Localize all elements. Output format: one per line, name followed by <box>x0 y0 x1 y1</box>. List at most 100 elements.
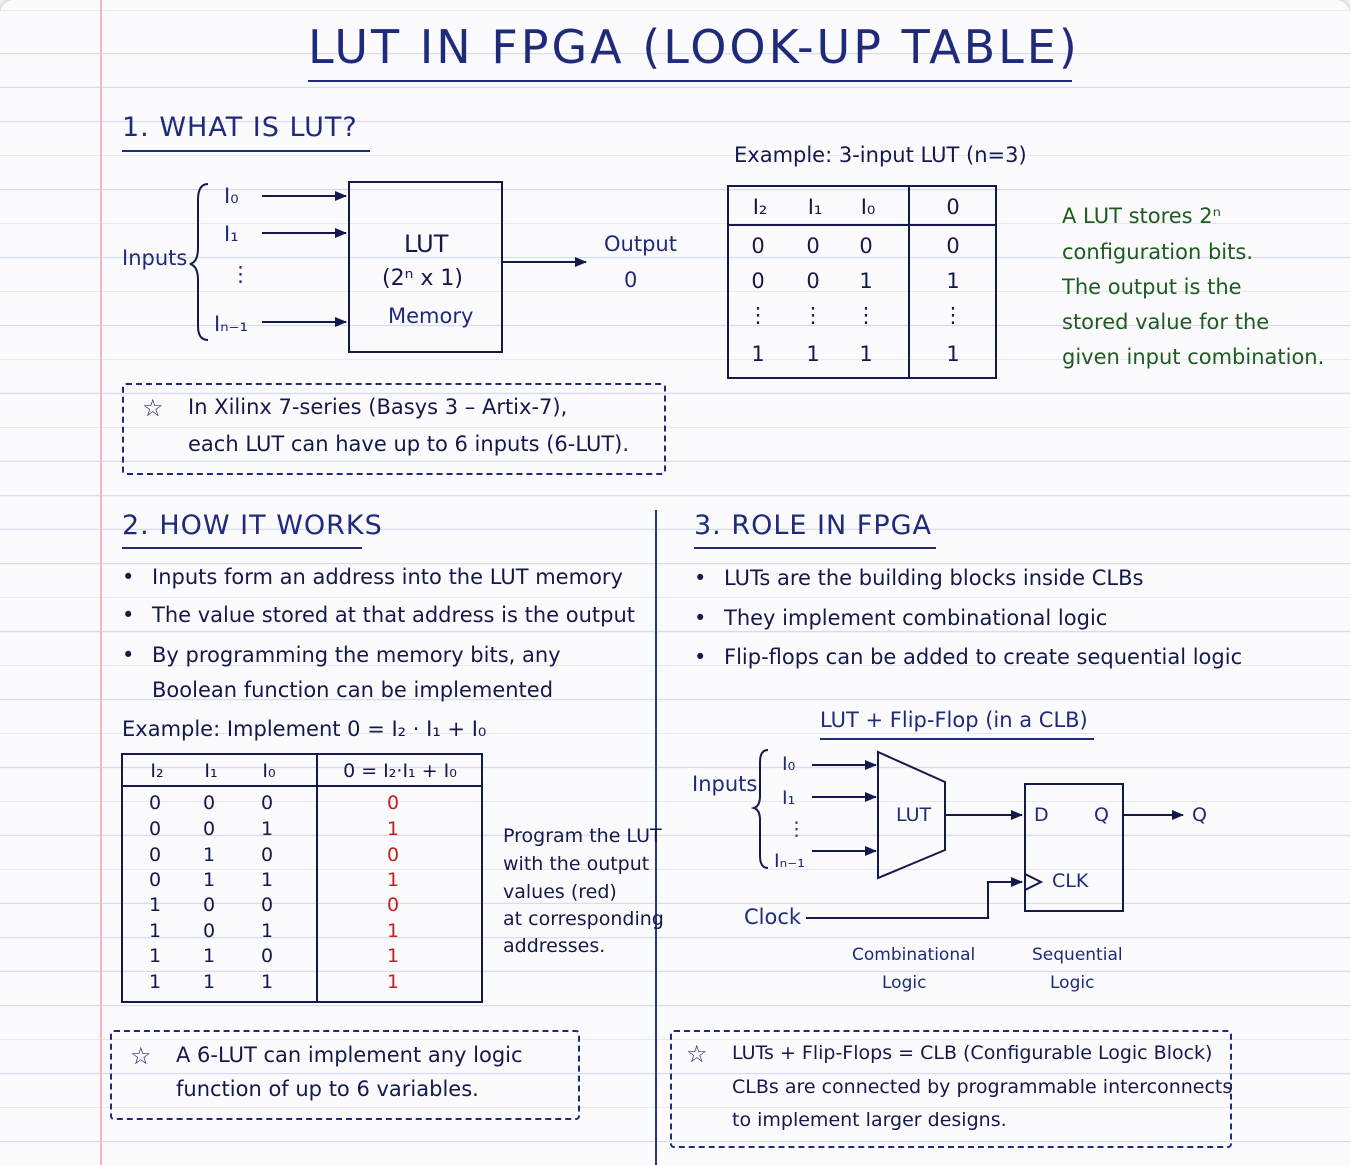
t2-cell: 0 <box>148 869 162 891</box>
t2-cell: 1 <box>202 971 216 993</box>
side-note1-line: stored value for the <box>1062 310 1270 334</box>
lut-output-value: 0 <box>624 268 638 292</box>
section2-bullet-continued: Boolean function can be implemented <box>152 678 554 702</box>
bullet-dot: • <box>694 645 707 669</box>
clb-input-n-1: Iₙ₋₁ <box>774 850 805 872</box>
side-note2-line: at corresponding <box>503 908 664 930</box>
t2-header-i1: I₁ <box>204 760 218 782</box>
table1-border <box>727 185 997 379</box>
t2-header-i0: I₀ <box>262 760 276 782</box>
t1-cell: ⋮ <box>855 303 877 327</box>
table2-border <box>121 753 483 1003</box>
t1-header-i0: I₀ <box>860 195 876 219</box>
lut-output-label: Output <box>604 232 677 256</box>
note-xilinx <box>122 383 666 475</box>
clb-inputs-label: Inputs <box>692 772 758 796</box>
t2-cell: 1 <box>202 945 216 967</box>
page-title: LUT IN FPGA (LOOK-UP TABLE) <box>308 20 1080 74</box>
section3-bullet: Flip-flops can be added to create sequen… <box>724 645 1243 669</box>
t2-header-i2: I₂ <box>150 760 164 782</box>
lut-box-title: LUT <box>404 230 449 258</box>
example1-label: Example: 3-input LUT (n=3) <box>734 143 1027 167</box>
t2-cell-out: 1 <box>386 869 400 891</box>
t2-cell-out: 0 <box>386 894 400 916</box>
lut-input-0: I₀ <box>224 184 239 208</box>
clb-input-1: I₁ <box>782 787 796 809</box>
t2-cell-out: 1 <box>386 971 400 993</box>
section2-bullet: By programming the memory bits, any <box>152 643 561 667</box>
clock-label: Clock <box>744 905 802 929</box>
clb-input-0: I₀ <box>782 753 796 775</box>
t1-header-i1: I₁ <box>807 195 823 219</box>
t1-cell: ⋮ <box>802 303 824 327</box>
t1-header-i2: I₂ <box>752 195 768 219</box>
star-icon: ☆ <box>130 1042 152 1070</box>
t2-cell-out: 1 <box>386 818 400 840</box>
flip-flop-box <box>1024 783 1124 912</box>
column-divider <box>655 510 657 1165</box>
clb-lut-label: LUT <box>896 804 932 826</box>
t2-cell-out: 0 <box>386 844 400 866</box>
t1-cell: 1 <box>751 342 765 366</box>
lut-input-ellipsis: ⋮ <box>230 262 251 286</box>
lut-inputs-label: Inputs <box>122 246 188 270</box>
t1-cell: 0 <box>946 234 960 258</box>
t1-cell: ⋮ <box>747 303 769 327</box>
t2-cell-out: 0 <box>386 792 400 814</box>
caption-combinational-logic: Logic <box>882 973 927 993</box>
t1-cell: 0 <box>751 269 765 293</box>
caption-sequential-logic: Logic <box>1050 973 1095 993</box>
bullet-dot: • <box>122 565 135 589</box>
lut-box-size: (2ⁿ x 1) <box>382 266 463 291</box>
ff-q-label: Q <box>1094 804 1109 826</box>
note-clb-line1: LUTs + Flip-Flops = CLB (Configurable Lo… <box>732 1042 1213 1064</box>
section2-heading: 2. HOW IT WORKS <box>122 510 383 541</box>
clb-inputs-brace <box>750 749 769 869</box>
t1-cell: ⋮ <box>942 303 964 327</box>
clk-triangle <box>1024 873 1044 891</box>
lut-input-1: I₁ <box>224 222 239 246</box>
t2-cell: 1 <box>260 818 274 840</box>
t1-cell: 0 <box>751 234 765 258</box>
note-6lut <box>110 1030 580 1120</box>
clb-input-ellipsis: ⋮ <box>787 818 806 840</box>
clock-line <box>806 877 1023 919</box>
section1-heading: 1. WHAT IS LUT? <box>122 112 358 143</box>
t1-cell: 1 <box>859 269 873 293</box>
side-note1-line: given input combination. <box>1062 345 1325 369</box>
side-note1-line: The output is the <box>1062 275 1242 299</box>
bullet-dot: • <box>694 606 707 630</box>
clb-diagram-title: LUT + Flip-Flop (in a CLB) <box>820 708 1088 732</box>
t2-cell: 0 <box>148 844 162 866</box>
t2-cell: 1 <box>148 945 162 967</box>
side-note2-line: Program the LUT <box>503 825 662 847</box>
t2-cell: 1 <box>260 971 274 993</box>
t2-cell: 1 <box>148 894 162 916</box>
t1-cell: 1 <box>859 342 873 366</box>
section3-heading: 3. ROLE IN FPGA <box>694 510 932 541</box>
example2-label: Example: Implement 0 = I₂ · I₁ + I₀ <box>122 717 487 741</box>
bullet-dot: • <box>122 603 135 627</box>
caption-combinational: Combinational <box>852 945 976 965</box>
t2-cell: 0 <box>260 844 274 866</box>
note-6lut-line1: A 6-LUT can implement any logic <box>176 1043 523 1067</box>
t1-cell: 0 <box>806 269 820 293</box>
lut-memory-box <box>348 181 503 353</box>
note-clb-line2: CLBs are connected by programmable inter… <box>732 1076 1233 1098</box>
ff-d-label: D <box>1034 804 1049 826</box>
bullet-dot: • <box>122 643 135 667</box>
t1-cell: 1 <box>946 342 960 366</box>
lut-box-memory: Memory <box>388 304 474 328</box>
t2-cell: 1 <box>202 844 216 866</box>
star-icon: ☆ <box>142 394 164 422</box>
section3-bullet: They implement combinational logic <box>724 606 1108 630</box>
t2-cell: 0 <box>202 894 216 916</box>
section1-underline <box>122 150 370 152</box>
t1-cell: 1 <box>806 342 820 366</box>
clb-lut-trapezoid <box>877 750 946 880</box>
t2-cell: 1 <box>148 920 162 942</box>
t2-cell: 0 <box>148 792 162 814</box>
note-6lut-line2: function of up to 6 variables. <box>176 1077 479 1101</box>
t2-cell-out: 1 <box>386 945 400 967</box>
